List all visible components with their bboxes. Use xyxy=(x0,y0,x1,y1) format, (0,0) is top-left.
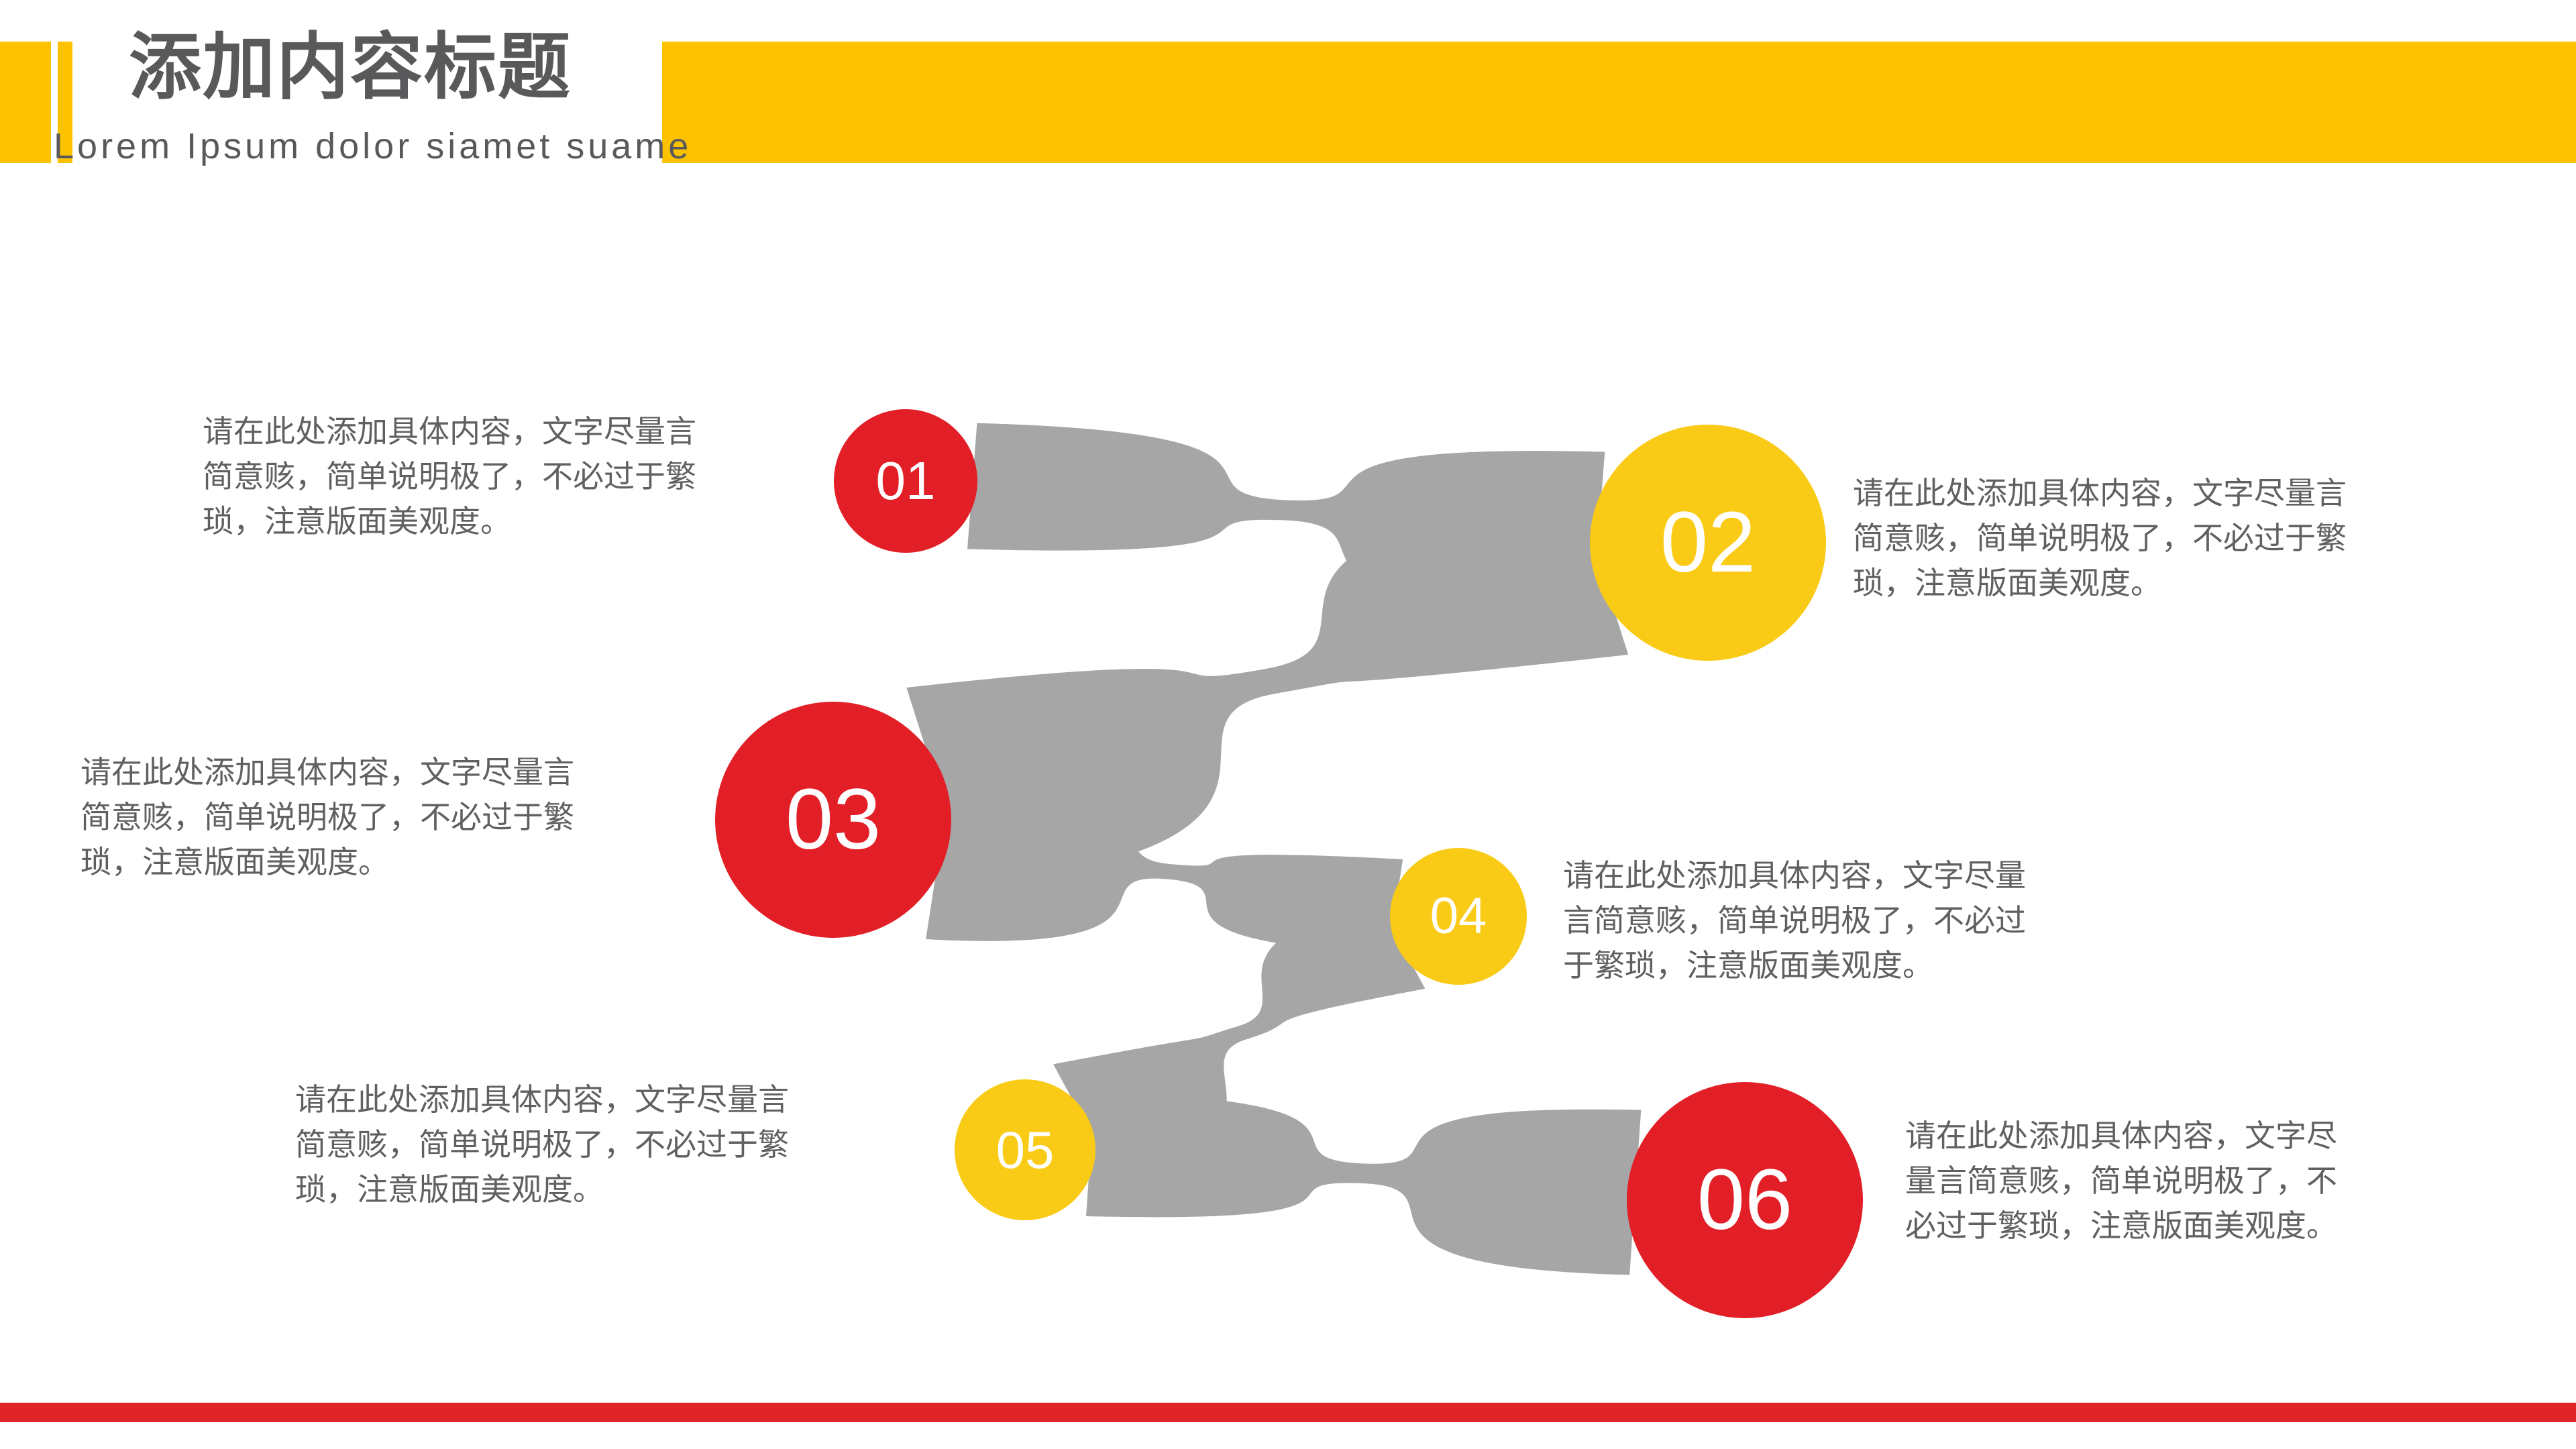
process-node-02[interactable]: 02 xyxy=(1590,425,1826,661)
ribbon-03-to-04 xyxy=(926,733,1403,955)
process-description-02: 请在此处添加具体内容，文字尽量言 简意赅，简单说明极了，不必过于繁 琐，注意版面… xyxy=(1853,476,2347,600)
footer-accent-bar xyxy=(0,1403,2576,1422)
process-node-03[interactable]: 03 xyxy=(715,702,951,938)
process-description-03: 请在此处添加具体内容，文字尽量言 简意赅，简单说明极了，不必过于繁 琐，注意版面… xyxy=(80,755,574,879)
process-description-04: 请在此处添加具体内容，文字尽量 言简意赅，简单说明极了，不必过 于繁琐，注意版面… xyxy=(1563,858,2026,983)
header-accent-bar-thin xyxy=(58,42,72,163)
header-yellow-banner xyxy=(662,42,2576,163)
process-description-06: 请在此处添加具体内容，文字尽 量言简意赅，简单说明极了，不 必过于繁琐，注意版面… xyxy=(1905,1118,2337,1243)
process-node-label: 06 xyxy=(1697,1152,1793,1248)
process-node-label: 02 xyxy=(1660,494,1756,590)
process-node-04[interactable]: 04 xyxy=(1390,848,1527,985)
process-node-label: 01 xyxy=(875,451,936,511)
process-node-05[interactable]: 05 xyxy=(955,1079,1095,1220)
page-subtitle: Lorem Ipsum dolor siamet suame xyxy=(54,126,692,166)
process-node-label: 04 xyxy=(1430,888,1487,945)
process-node-01[interactable]: 01 xyxy=(834,409,977,553)
header-accent-bar-wide xyxy=(0,42,51,163)
process-node-06[interactable]: 06 xyxy=(1627,1082,1863,1318)
process-description-05: 请在此处添加具体内容，文字尽量言 简意赅，简单说明极了，不必过于繁 琐，注意版面… xyxy=(295,1082,789,1207)
ribbon-05-to-06 xyxy=(1085,1092,1642,1275)
slide-header: 添加内容标题 Lorem Ipsum dolor siamet suame xyxy=(0,0,2576,174)
process-node-label: 03 xyxy=(785,771,881,867)
process-node-label: 05 xyxy=(996,1120,1055,1179)
page-title: 添加内容标题 xyxy=(129,26,572,107)
process-description-01: 请在此处添加具体内容，文字尽量言 简意赅，简单说明极了，不必过于繁 琐，注意版面… xyxy=(203,414,696,539)
